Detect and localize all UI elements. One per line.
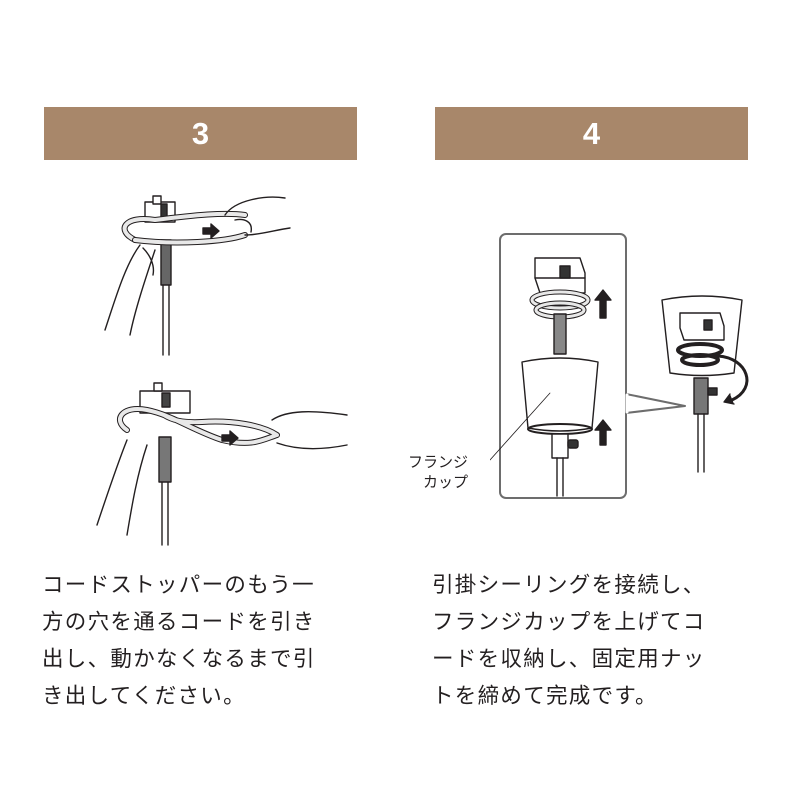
- step-4-number: 4: [582, 115, 601, 151]
- step-4-line-3: ードを収納し、固定用ナッ: [432, 647, 706, 672]
- step-4-illustration: [490, 233, 749, 499]
- step-4-line-1: 引掛シーリングを接続し、: [432, 573, 706, 598]
- step-3-line-4: き出してください。: [42, 684, 246, 709]
- step-3-line-1: コードストッパーのもう一: [42, 573, 315, 598]
- callout-line-1: フランジ: [408, 453, 469, 471]
- flange-cup-callout-label: フランジカップ: [408, 452, 468, 492]
- step-3-number: 3: [191, 115, 210, 151]
- step-4-description: 引掛シーリングを接続し、フランジカップを上げてコードを収納し、固定用ナットを締め…: [432, 567, 706, 715]
- step-3-line-3: 出し、動かなくなるまで引: [42, 647, 316, 672]
- step-4-line-4: トを締めて完成です。: [432, 684, 658, 709]
- callout-line-2: カップ: [423, 473, 469, 491]
- step-4-line-2: フランジカップを上げてコ: [432, 610, 706, 635]
- step-3-illustration-bottom: [96, 382, 348, 546]
- step-3-header: 3: [44, 107, 357, 160]
- step-3-description: コードストッパーのもう一方の穴を通るコードを引き出し、動かなくなるまで引き出して…: [42, 567, 316, 715]
- step-3-line-2: 方の穴を通るコードを引き: [42, 610, 316, 635]
- step-3-illustration-top: [104, 195, 291, 356]
- step-4-header: 4: [435, 107, 748, 160]
